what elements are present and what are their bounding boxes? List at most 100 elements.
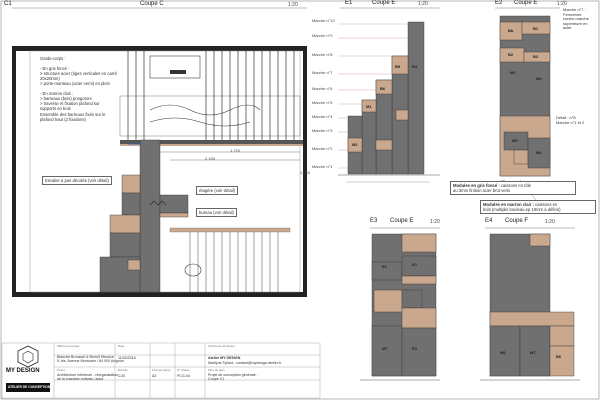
step-7: Marche n°7 (312, 70, 333, 75)
section-e3-title: Coupe E (390, 218, 414, 224)
section-c-title: Coupe C (140, 1, 164, 7)
ceiling-slab (12, 46, 307, 51)
step-1: Marche n°1 (312, 164, 333, 169)
section-e4-scale: 1:20 (545, 219, 555, 225)
bureau-note: bureau (voir détail) (196, 208, 237, 217)
step-7-note: Marche n°7 : Fermeture contre-marche sup… (563, 7, 589, 31)
module-code: B4 (412, 64, 418, 69)
logo-bar (6, 383, 50, 392)
legend-light-title: Modules en marron clair : (483, 202, 534, 207)
scale-header: Échelle (118, 368, 128, 372)
client-header: Maître d'ouvrage (57, 344, 80, 348)
section-e1-title: Coupe E (372, 0, 396, 6)
legend-light: Modules en marron clair : caissons en bo… (480, 200, 596, 214)
step-10: Marche n°10 (312, 18, 335, 23)
date-value: 11/02/2016 (118, 356, 136, 360)
right-wall (303, 46, 307, 297)
architect-name: Atelier MY DESIGN (208, 356, 241, 360)
dim-1: 1,720 (230, 148, 241, 153)
step-5: Marche n°5 (312, 100, 333, 105)
module-code: M3 (510, 70, 516, 75)
window-frame (149, 55, 201, 79)
module-code: B1 (533, 26, 539, 31)
garde-corps-note: Garde-corps : - En gris foncé : > struct… (40, 56, 117, 111)
section-e2-drawing (495, 7, 560, 183)
section-e3-scale: 1:20 (430, 219, 440, 225)
architect-contact: Marilyne Tyllard - contact@mydesign-atel… (208, 361, 281, 365)
section-e3-id: E3 (370, 218, 378, 224)
module-code: B3 (533, 54, 539, 59)
module-code: E3 (412, 346, 417, 351)
step-2: Marche n°2 (312, 146, 333, 151)
module-code: Bb (508, 28, 514, 33)
section-c-scale: 1:20 (288, 2, 298, 8)
client-value: Blanche Brousset & Benoît Meurice 9, bis… (57, 355, 124, 364)
module-code: M2 (352, 142, 358, 147)
dim-3: 1,260 (300, 170, 311, 175)
section-c-drawing (12, 7, 307, 297)
module-code: M6 (536, 150, 542, 155)
etagere-note: étagère (voir détail) (196, 186, 239, 195)
mezzanine-floor (120, 140, 303, 144)
module-code: M7 (382, 346, 388, 351)
stair-modules (99, 139, 189, 293)
module-code: B6 (380, 86, 386, 91)
detail-note: Détail : n°8 Marche n°1 et 2 (556, 115, 585, 125)
module-code: M4 (536, 76, 542, 81)
section-e2-id: E2 (495, 0, 503, 6)
date-header: Date (118, 344, 125, 348)
step-6: Marche n°6 (312, 86, 333, 91)
step-8: Marche n°8 (312, 52, 333, 57)
section-e4-title: Coupe F (505, 218, 529, 224)
architect-header: Architecte d'intérieur (208, 344, 236, 348)
plan-value: Projet de conception générale : Coupe C1 (208, 373, 258, 382)
section-e4-drawing (480, 227, 580, 381)
section-e3-drawing (360, 227, 440, 381)
format-header: Format papier (152, 368, 171, 372)
section-e4-id: E4 (485, 218, 493, 224)
desk-top (169, 227, 291, 233)
module-code: E2 (412, 262, 417, 267)
plan-header: Titre du plan (208, 368, 225, 372)
logo-title: MY DESIGN (6, 368, 40, 374)
scale-value: 1:20 (118, 374, 125, 378)
step-9: Marche n°9 (312, 33, 333, 38)
module-code: M1 (366, 104, 372, 109)
legend-light-text: caissons en bois (multiplis bouleau ep 1… (483, 202, 561, 212)
step-4: Marche n°4 (312, 114, 333, 119)
floor-slab (12, 292, 307, 297)
logo-mark (17, 345, 39, 368)
escalier-note: Escalier à pas décalés (voir détail) (42, 176, 112, 185)
step-3: Marche n°3 (312, 128, 333, 133)
format-value: A3 (152, 374, 157, 378)
estrade-tag: estrader (128, 141, 143, 146)
module-code: M6 (500, 350, 506, 355)
module-code: M7 (530, 350, 536, 355)
section-e1-id: E1 (345, 0, 353, 6)
section-e1-scale: 1:20 (418, 1, 428, 7)
phase-header: N° phase (177, 368, 190, 372)
dim-2: 2,150 (205, 156, 216, 161)
section-e2-scale: 1:20 (557, 1, 567, 7)
module-code: B5 (395, 64, 401, 69)
legend-dark-title: Modules en gris foncé : (453, 183, 500, 188)
phase-value: PCG-04 (177, 374, 190, 378)
logo-subtitle: ATELIER DE CONCEPTION (8, 385, 51, 389)
legend-dark-text: caissons en tôle au 3mm finition acier b… (453, 183, 531, 193)
project-header: Projet (57, 368, 65, 372)
section-e1-drawing (338, 7, 440, 183)
project-value: Architecture intérieure - réorganisation… (57, 373, 119, 382)
module-code: B6 (556, 354, 562, 359)
module-code: B2 (508, 52, 514, 57)
vertical-slats (127, 51, 295, 140)
title-block-grid (1, 342, 321, 399)
module-code: M5 (512, 138, 518, 143)
module-code: E1 (382, 264, 387, 269)
legend-dark: Modules en gris foncé : caissons en tôle… (450, 181, 576, 195)
left-wall (12, 46, 16, 297)
section-e2-title: Coupe E (514, 0, 538, 6)
section-c-id: C1 (4, 1, 12, 7)
